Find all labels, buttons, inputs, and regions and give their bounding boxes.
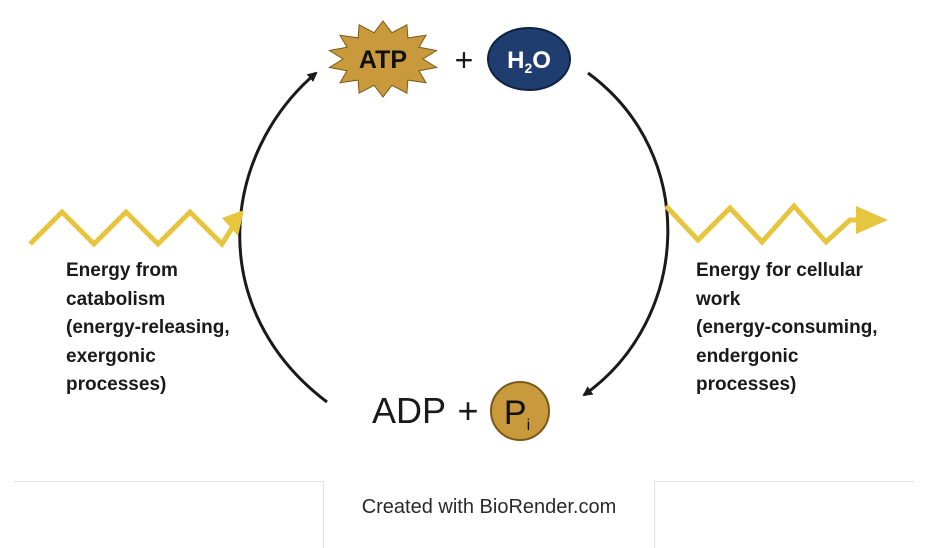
starburst-icon xyxy=(328,20,438,98)
atp-label: ATP xyxy=(359,46,407,74)
top-plus: + xyxy=(455,42,474,78)
oval-icon xyxy=(487,27,571,91)
adp-label: ADP xyxy=(372,390,446,431)
right-text-line: processes) xyxy=(696,374,797,395)
footer-divider-right xyxy=(655,481,914,482)
energy-input-zigzag-icon xyxy=(28,208,244,248)
bottom-plus: + xyxy=(457,390,478,431)
right-text-line: work xyxy=(696,288,741,310)
cycle-arrow-left-icon xyxy=(238,71,328,404)
energy-for-cellular-work-text: Energy for cellular work (energy-consumi… xyxy=(696,257,878,400)
footer-credit-box: Created with BioRender.com xyxy=(323,481,655,548)
left-text-line: Energy from xyxy=(66,260,178,281)
water-badge: H2O xyxy=(487,27,571,91)
pi-badge: Pi xyxy=(490,381,550,441)
pi-label: Pi xyxy=(504,394,530,434)
energy-from-catabolism-text: Energy from catabolism (energy-releasing… xyxy=(66,257,230,400)
footer-credit-link[interactable]: Created with BioRender.com xyxy=(361,496,617,518)
footer-divider-left xyxy=(14,481,323,482)
right-text-line: Energy for cellular xyxy=(696,260,863,281)
left-text-line: processes) xyxy=(66,374,167,395)
left-text-line: catabolism xyxy=(66,288,166,310)
right-text-line: endergonic xyxy=(696,345,799,367)
left-text-line: (energy-releasing, xyxy=(66,317,230,338)
energy-output-zigzag-icon xyxy=(664,202,888,246)
atp-badge: ATP xyxy=(328,20,438,98)
water-formula: H2O xyxy=(507,47,551,76)
right-text-line: (energy-consuming, xyxy=(696,317,878,338)
left-text-line: exergonic xyxy=(66,345,156,367)
cycle-arrow-right-icon xyxy=(582,71,670,397)
circle-icon xyxy=(490,381,550,441)
